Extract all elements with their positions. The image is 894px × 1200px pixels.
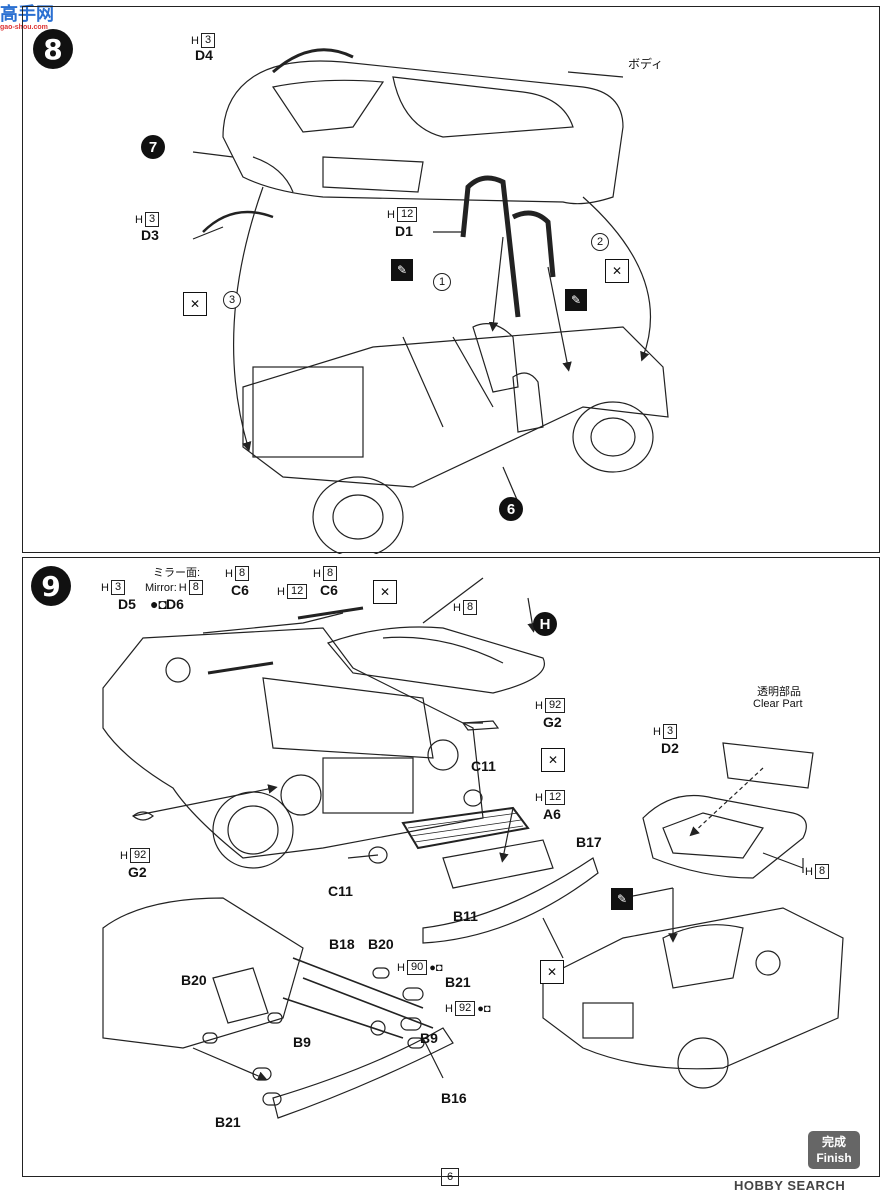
part-b20-a: B20 <box>368 936 394 952</box>
body-label: ボディ <box>628 57 664 71</box>
step-number: 8 <box>33 29 73 69</box>
cement-icon: ✎ <box>611 888 633 910</box>
part-g2-bottom: G2 <box>128 864 147 880</box>
part-b11: B11 <box>453 908 478 924</box>
subassembly-6: 6 <box>499 497 523 521</box>
no-cement-icon: ✕ <box>541 748 565 772</box>
part-d2: D2 <box>661 740 679 756</box>
clear-part-label-jp: 透明部品 <box>757 686 801 698</box>
finish-badge: 完成 Finish <box>808 1131 860 1169</box>
no-cement-icon: ✕ <box>540 960 564 984</box>
step-number: 9 <box>31 566 71 606</box>
part-b18: B18 <box>329 936 355 952</box>
part-c6-a: C6 <box>231 582 249 598</box>
part-b9-a: B9 <box>293 1034 311 1050</box>
no-cement-icon: ✕ <box>605 259 629 283</box>
part-b17: B17 <box>576 834 602 850</box>
cement-icon: ✎ <box>565 289 587 311</box>
subassembly-h: H <box>533 612 557 636</box>
step-8-illustration <box>192 48 669 554</box>
sequence-2: 2 <box>591 233 609 251</box>
part-d6: D6 <box>166 596 184 612</box>
clear-part-label-en: Clear Part <box>753 698 803 710</box>
part-d5: D5 <box>118 596 136 612</box>
part-b9-b: B9 <box>420 1030 438 1046</box>
part-c6-c: C6 <box>320 582 338 598</box>
part-a6: A6 <box>543 806 561 822</box>
part-d1: D1 <box>395 223 413 239</box>
part-d5-d6-link: ●◘ <box>150 596 167 612</box>
cement-icon: ✎ <box>391 259 413 281</box>
part-c11-b: C11 <box>328 883 353 899</box>
sequence-1: 1 <box>433 273 451 291</box>
no-cement-icon: ✕ <box>183 292 207 316</box>
part-b16: B16 <box>441 1090 467 1106</box>
mirror-label-jp: ミラー面: <box>153 567 201 579</box>
no-cement-icon: ✕ <box>373 580 397 604</box>
sequence-3: 3 <box>223 291 241 309</box>
subassembly-7: 7 <box>141 135 165 159</box>
part-b20-b: B20 <box>181 972 207 988</box>
part-d4: D4 <box>195 47 213 63</box>
part-g2-top: G2 <box>543 714 562 730</box>
brand-watermark: HOBBY SEARCH <box>734 1178 846 1193</box>
part-b21-a: B21 <box>445 974 471 990</box>
step-9-illustration <box>102 577 844 1119</box>
part-d3: D3 <box>141 227 159 243</box>
page-number: 6 <box>441 1168 459 1186</box>
part-b21-b: B21 <box>215 1114 241 1130</box>
watermark-logo: 高手网 gao-shou.com <box>0 4 54 31</box>
part-c11-a: C11 <box>471 758 496 774</box>
